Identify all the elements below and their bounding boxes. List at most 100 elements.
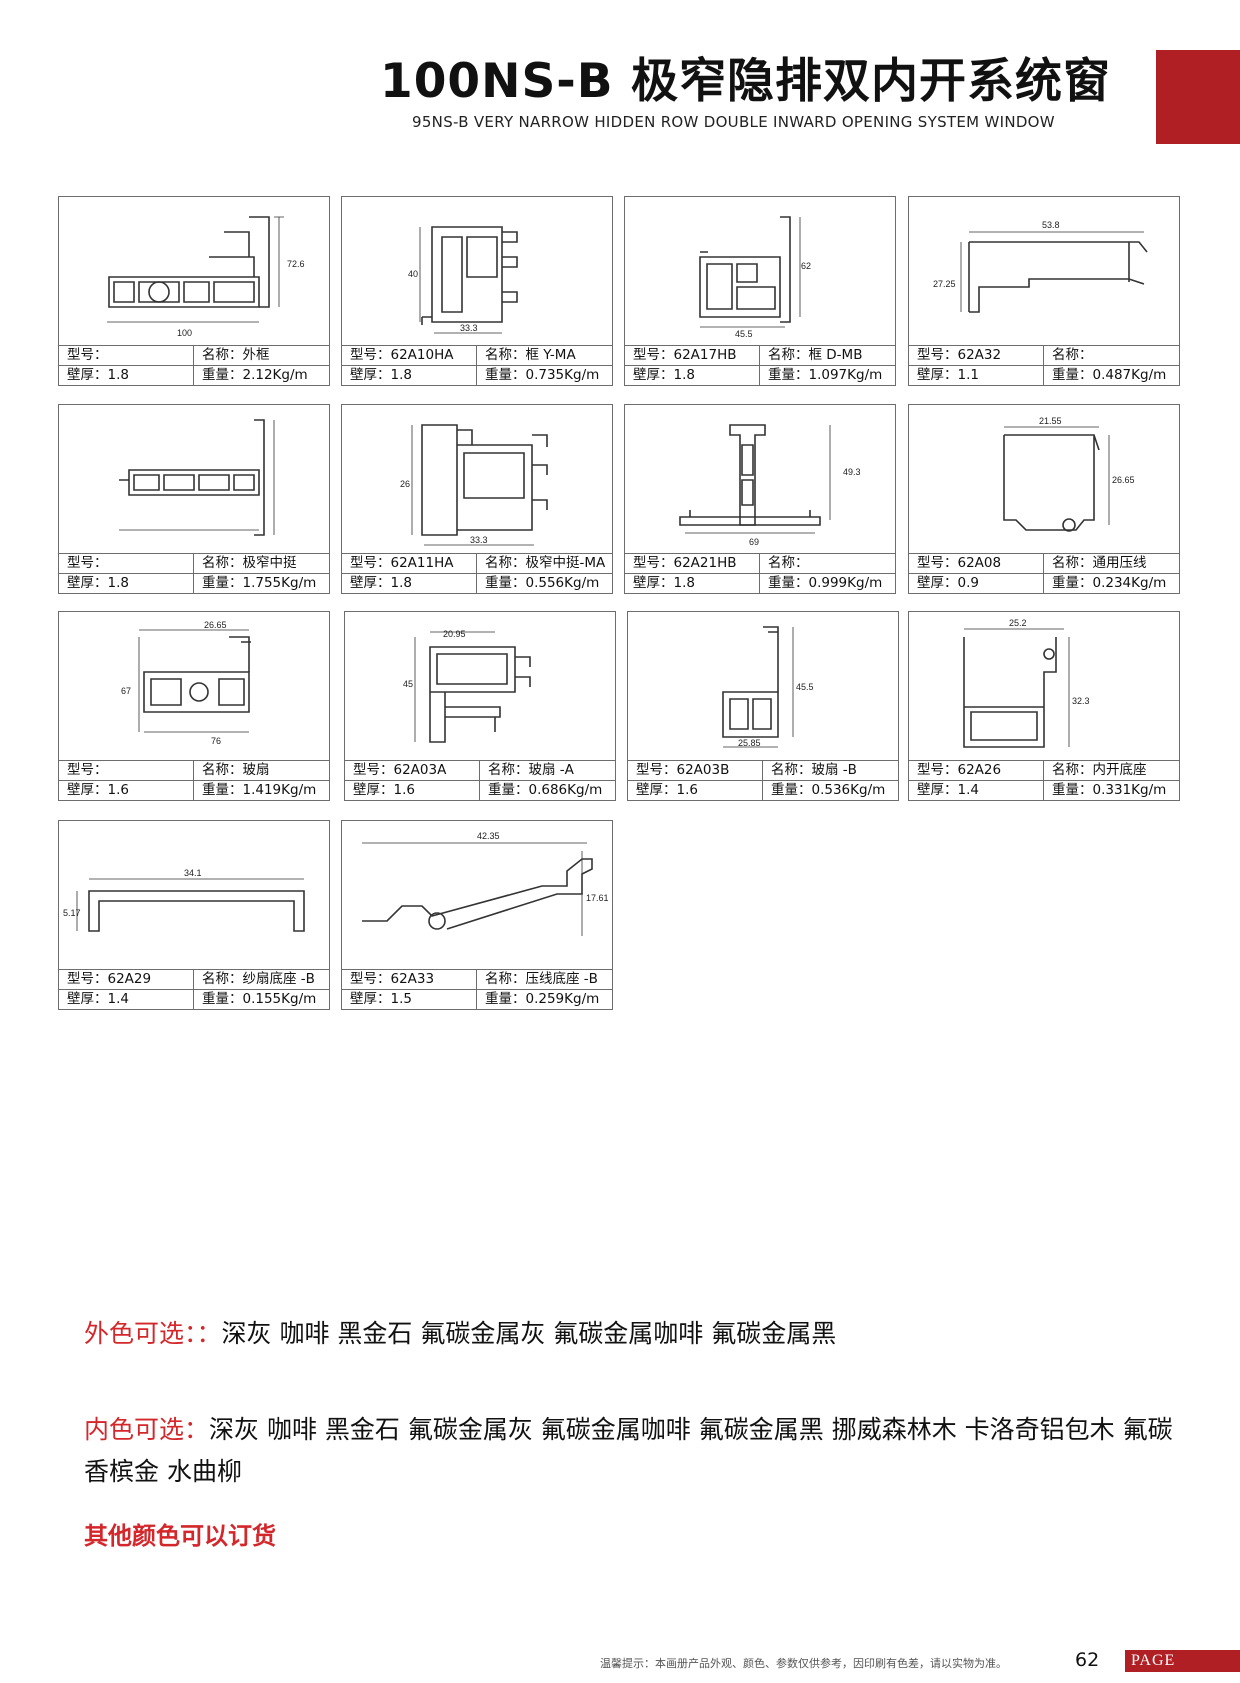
model-cell: 型号：62A03A [345,760,480,781]
footer-note: 温馨提示：本画册产品外观、颜色、参数仅供参考，因印刷有色差，请以实物为准。 [600,1657,1007,1670]
dim-label: 34.1 [184,868,202,878]
thickness-cell: 壁厚：0.9 [909,573,1044,593]
page-title: 100NS-B 极窄隐排双内开系统窗 [380,54,1111,109]
dim-label: 69 [749,537,759,547]
profile-drawing: 53.8 27.25 [909,197,1179,347]
profile-drawing: 20.95 45 [345,612,615,762]
model-cell: 型号：62A32 [909,345,1044,366]
name-cell: 名称：通用压线 [1043,553,1179,574]
profile-drawing: 21.55 26.65 [909,405,1179,555]
name-cell: 名称：压线底座 -B [476,969,612,990]
dim-label: 33.3 [460,323,478,333]
name-cell: 名称：框 D-MB [759,345,895,366]
corner-accent-block [1156,50,1240,144]
weight-cell: 重量：0.686Kg/m [479,780,615,800]
thickness-cell: 壁厚：1.8 [625,573,760,593]
profile-drawing: 34.1 5.17 [59,821,329,971]
dim-label: 26 [400,479,410,489]
dim-label: 17.61 [586,893,609,903]
name-cell: 名称：内开底座 [1043,760,1179,781]
name-cell: 名称： [1043,345,1179,366]
dim-label: 33.3 [470,535,488,545]
weight-cell: 重量：1.419Kg/m [193,780,329,800]
thickness-cell: 壁厚：1.4 [909,780,1044,800]
dim-label: 76 [211,736,221,746]
dim-label: 72.6 [287,259,305,269]
model-cell: 型号： [59,345,194,366]
order-note: 其他颜色可以订货 [84,1522,276,1550]
thickness-cell: 壁厚：1.8 [59,573,194,593]
weight-cell: 重量：1.755Kg/m [193,573,329,593]
model-cell: 型号：62A33 [342,969,477,990]
dim-label: 45 [403,679,413,689]
dim-label: 32.3 [1072,696,1090,706]
thickness-cell: 壁厚：1.6 [59,780,194,800]
inner-color-options: 内色可选：深灰 咖啡 黑金石 氟碳金属灰 氟碳金属咖啡 氟碳金属黑 挪威森林木 … [84,1409,1174,1493]
profile-drawing: 49.3 69 [625,405,895,555]
thickness-cell: 壁厚：1.4 [59,989,194,1009]
model-cell: 型号：62A10HA [342,345,477,366]
weight-cell: 重量：0.331Kg/m [1043,780,1179,800]
model-cell: 型号：62A26 [909,760,1044,781]
dim-label: 45.5 [796,682,814,692]
thickness-cell: 壁厚：1.1 [909,365,1044,385]
thickness-cell: 壁厚：1.6 [345,780,480,800]
weight-cell: 重量：0.536Kg/m [762,780,898,800]
inner-color-values: 深灰 咖啡 黑金石 氟碳金属灰 氟碳金属咖啡 氟碳金属黑 挪威森林木 卡洛奇铝包… [84,1415,1173,1486]
thickness-cell: 壁厚：1.5 [342,989,477,1009]
dim-label: 25.85 [738,738,761,748]
name-cell: 名称：极窄中挺 [193,553,329,574]
profile-drawing [59,405,329,555]
weight-cell: 重量：0.259Kg/m [476,989,612,1009]
model-cell: 型号：62A29 [59,969,194,990]
name-cell: 名称：玻扇 [193,760,329,781]
name-cell: 名称：框 Y-MA [476,345,612,366]
name-cell: 名称：玻扇 -A [479,760,615,781]
profile-drawing: 26 33.3 [342,405,612,555]
name-cell: 名称：纱扇底座 -B [193,969,329,990]
outer-color-label: 外色可选：： [84,1319,222,1348]
dim-label: 62 [801,261,811,271]
dim-label: 27.25 [933,279,956,289]
page-number: 62 [1075,1649,1100,1671]
model-cell: 型号： [59,553,194,574]
dim-label: 26.65 [1112,475,1135,485]
thickness-cell: 壁厚：1.8 [59,365,194,385]
thickness-cell: 壁厚：1.8 [342,365,477,385]
weight-cell: 重量：2.12Kg/m [193,365,329,385]
weight-cell: 重量：0.999Kg/m [759,573,895,593]
dim-label: 67 [121,686,131,696]
profile-drawing: 45.5 25.85 [628,612,898,762]
thickness-cell: 壁厚：1.6 [628,780,763,800]
model-cell: 型号： [59,760,194,781]
dim-label: 53.8 [1042,220,1060,230]
thickness-cell: 壁厚：1.8 [625,365,760,385]
profile-drawing: 42.35 17.61 [342,821,612,971]
dim-label: 100 [177,328,192,338]
weight-cell: 重量：1.097Kg/m [759,365,895,385]
dim-label: 21.55 [1039,416,1062,426]
profile-drawing: 62 45.5 [625,197,895,347]
name-cell: 名称：外框 [193,345,329,366]
thickness-cell: 壁厚：1.8 [342,573,477,593]
dim-label: 20.95 [443,629,466,639]
dim-label: 40 [408,269,418,279]
model-cell: 型号：62A08 [909,553,1044,574]
outer-color-options: 外色可选：：深灰 咖啡 黑金石 氟碳金属灰 氟碳金属咖啡 氟碳金属黑 [84,1313,1174,1355]
outer-color-values: 深灰 咖啡 黑金石 氟碳金属灰 氟碳金属咖啡 氟碳金属黑 [221,1319,837,1348]
